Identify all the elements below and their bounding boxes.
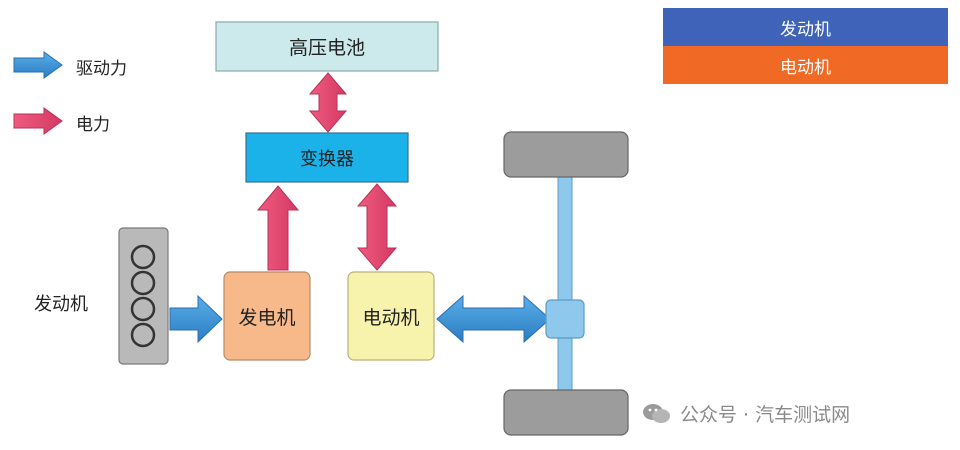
wheel-top xyxy=(503,131,629,178)
converter-box xyxy=(245,132,409,183)
wechat-icon xyxy=(643,403,670,423)
generator-label: 发电机 xyxy=(238,306,296,329)
legend-drive-label: 驱动力 xyxy=(76,59,127,79)
engine-label: 发动机 xyxy=(34,294,88,315)
generator-converter-arrow-icon xyxy=(256,185,300,271)
legend-power-arrow-icon xyxy=(13,107,63,135)
converter-label: 变换器 xyxy=(300,148,354,170)
generator-box xyxy=(223,271,311,361)
axle-shaft xyxy=(557,175,573,393)
converter-motor-arrow-icon xyxy=(356,183,398,271)
engine-cylinder-icon xyxy=(130,270,156,296)
motor-label: 电动机 xyxy=(362,306,420,329)
battery-converter-arrow-icon xyxy=(308,72,348,133)
motor-axle-arrow-icon xyxy=(436,294,551,344)
watermark: 公众号 · 汽车测试网 xyxy=(642,400,850,427)
legend-power-label: 电力 xyxy=(76,115,110,135)
battery-label: 高压电池 xyxy=(288,37,365,59)
engine-cylinder-icon xyxy=(130,296,156,322)
watermark-text: 公众号 · 汽车测试网 xyxy=(680,404,851,426)
battery-box xyxy=(215,21,439,72)
legend-drive-arrow-icon xyxy=(13,51,63,79)
key-motor: 电动机 xyxy=(663,46,948,84)
engine-cylinder-icon xyxy=(130,244,156,270)
engine-block xyxy=(118,227,169,365)
differential-block xyxy=(545,299,585,339)
wheel-bottom xyxy=(503,389,629,436)
engine-generator-arrow-icon xyxy=(169,294,223,344)
engine-cylinder-icon xyxy=(130,322,156,348)
key-engine: 发动机 xyxy=(663,8,948,46)
motor-box xyxy=(347,271,435,361)
